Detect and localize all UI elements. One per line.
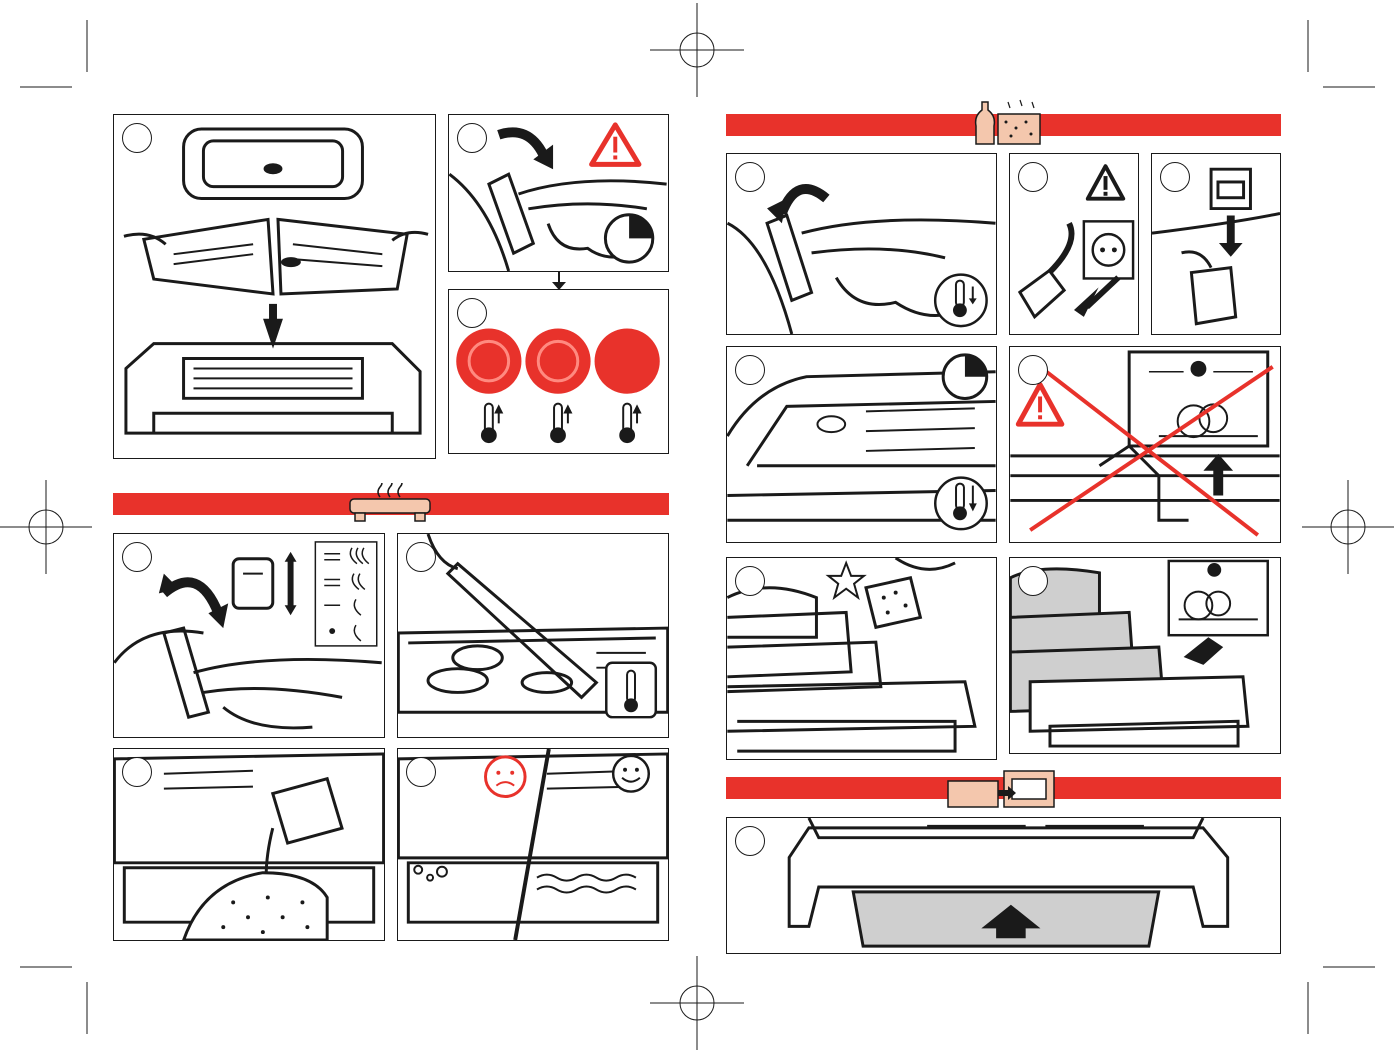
thermostat-panel — [113, 533, 385, 738]
switch-off-illustration — [727, 154, 996, 334]
warning-triangle-icon — [1018, 385, 1062, 425]
dishwasher-plates-panel — [1009, 557, 1281, 754]
thermostat-setting-illustration — [114, 534, 384, 737]
cool-down-illustration — [727, 347, 996, 542]
timer-icon — [605, 215, 652, 262]
wash-plates-panel — [726, 557, 997, 760]
sad-face-icon — [485, 757, 525, 797]
thermometer-up-icon — [620, 404, 640, 443]
happy-face-icon — [613, 756, 649, 792]
drip-tray-storage-icon — [946, 767, 1056, 811]
step-number-circle — [735, 355, 765, 385]
timer-icon — [943, 355, 987, 399]
cleaning-bottle-icon — [966, 96, 1046, 146]
thermostat-dial-icon — [233, 559, 273, 609]
switch-off-panel — [726, 153, 997, 335]
plates-in-dishwasher-illustration — [1010, 558, 1280, 753]
base-not-in-dishwasher-illustration — [1010, 347, 1280, 542]
step-number-circle — [1018, 162, 1048, 192]
thermometer-down-icon — [935, 478, 986, 529]
step-number-circle — [1160, 162, 1190, 192]
step-number-circle — [735, 826, 765, 856]
drip-tray-stowing-illustration — [727, 818, 1280, 953]
indicator-light-partial — [525, 329, 590, 394]
step-number-circle — [457, 123, 487, 153]
disconnect-cord-panel — [1151, 153, 1281, 335]
no-dishwasher-base-panel — [1009, 346, 1281, 543]
step-number-circle — [406, 542, 436, 572]
sponge-icon — [866, 578, 920, 628]
warning-triangle-icon — [592, 125, 639, 164]
dishwasher-icon — [1169, 561, 1268, 635]
hand-wash-illustration — [727, 558, 996, 759]
dishwasher-icon — [1149, 361, 1258, 437]
indicator-light-partial — [456, 329, 521, 394]
pour-water-panel — [113, 748, 385, 941]
grill-assembly-illustration — [114, 115, 435, 458]
thermometer-up-icon — [482, 404, 502, 443]
step-number-circle — [457, 298, 487, 328]
step-number-circle — [122, 757, 152, 787]
step-number-circle — [1018, 566, 1048, 596]
step-number-circle — [735, 162, 765, 192]
pour-water-illustration — [114, 749, 384, 940]
cool-down-panel — [726, 346, 997, 543]
thermometer-icon — [606, 663, 656, 717]
step-number-circle — [122, 542, 152, 572]
wall-socket-icon — [1084, 221, 1133, 278]
water-in-tray-comparison — [398, 749, 668, 940]
warning-triangle-icon — [1088, 166, 1123, 198]
thermometer-up-icon — [551, 404, 571, 443]
spatula-cooking-illustration — [398, 534, 668, 737]
assembly-panel — [113, 114, 436, 459]
step-number-circle — [406, 757, 436, 787]
storage-panel — [726, 817, 1281, 954]
thermometer-down-icon — [935, 275, 986, 326]
step-number-circle — [122, 123, 152, 153]
step-number-circle — [735, 566, 765, 596]
switch-on-panel — [448, 114, 669, 272]
step-number-circle — [1018, 355, 1048, 385]
heating-indicator-panel — [448, 289, 669, 454]
indicator-light-full — [595, 329, 660, 394]
heat-levels-legend — [315, 542, 376, 646]
heat-waves-icon — [345, 483, 435, 523]
cooking-spatula-panel — [397, 533, 669, 738]
tray-water-compare-panel — [397, 748, 669, 941]
unplug-panel — [1009, 153, 1139, 335]
